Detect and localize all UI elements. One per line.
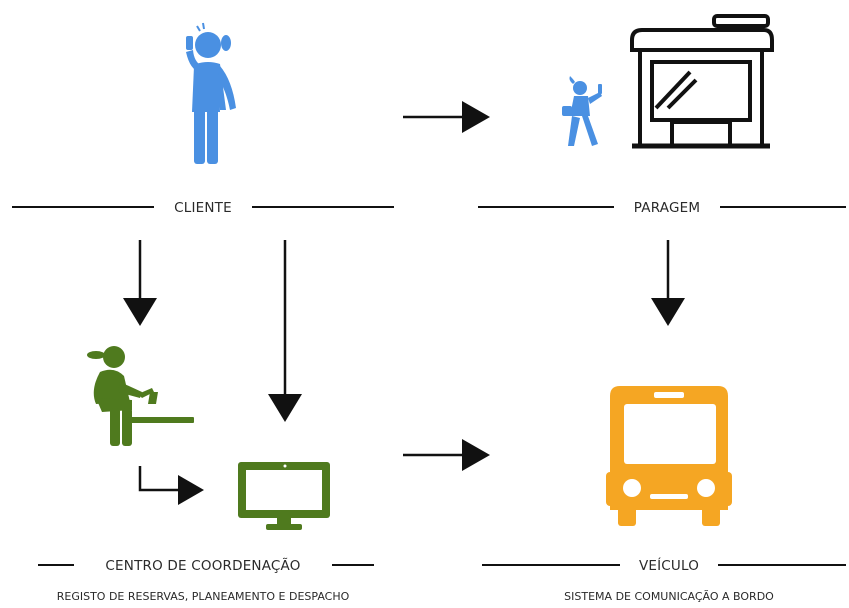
label-cliente: CLIENTE: [12, 200, 394, 216]
label-paragem: PARAGEM: [478, 200, 846, 216]
label-cliente-text: CLIENTE: [174, 200, 232, 216]
sublabel-centro-text: REGISTO DE RESERVAS, PLANEAMENTO E DESPA…: [57, 590, 350, 603]
label-paragem-text: PARAGEM: [634, 200, 700, 216]
person-laptop-icon: [87, 346, 194, 446]
label-centro: CENTRO DE COORDENAÇÃO REGISTO DE RESERVA…: [38, 557, 374, 603]
sublabel-veiculo-text: SISTEMA DE COMUNICAÇÃO A BORDO: [564, 590, 774, 603]
label-veiculo: VEÍCULO SISTEMA DE COMUNICAÇÃO A BORDO: [482, 557, 846, 603]
arrow-operator-to-monitor: [138, 466, 204, 505]
walking-person-icon: [562, 76, 602, 146]
arrow-cliente-to-operator: [123, 240, 157, 326]
arrow-paragem-to-veiculo: [651, 240, 685, 326]
monitor-icon: [238, 462, 330, 530]
bus-stop-shelter-icon: [630, 14, 774, 149]
label-veiculo-text: VEÍCULO: [639, 557, 699, 574]
person-phone-icon: [186, 22, 236, 164]
arrow-cliente-to-paragem: [403, 101, 490, 133]
label-centro-text: CENTRO DE COORDENAÇÃO: [105, 557, 300, 574]
bus-icon: [606, 386, 732, 526]
arrow-cliente-to-monitor: [268, 240, 302, 422]
arrow-centro-to-veiculo: [403, 439, 490, 471]
